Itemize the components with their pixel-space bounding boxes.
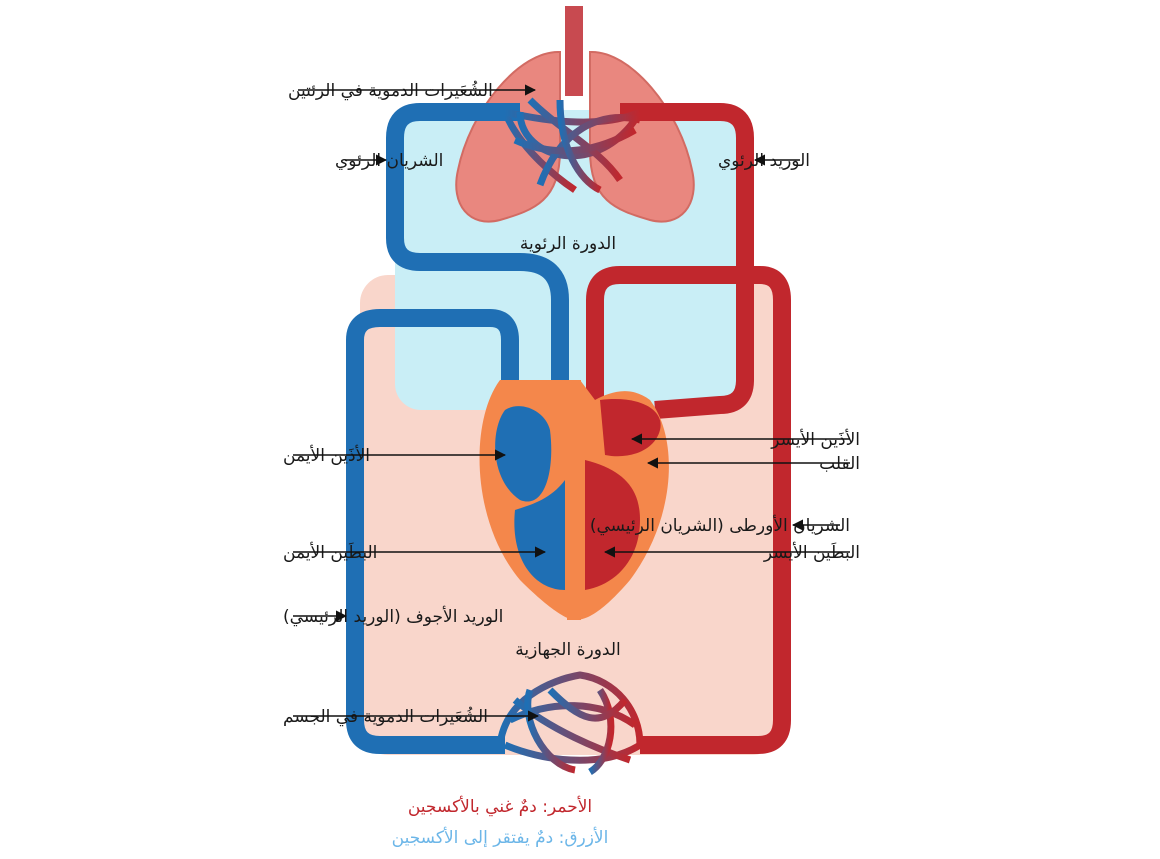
pulmonary-artery-label: الشريان الرئوي bbox=[335, 151, 443, 171]
trachea bbox=[565, 6, 583, 96]
legend-red: الأحمر: دمٌ غني بالأكسجين bbox=[408, 796, 592, 817]
septum bbox=[567, 380, 581, 620]
right-lung bbox=[590, 52, 694, 222]
pulmonary-vein-label: الوريد الرئوي bbox=[718, 151, 810, 171]
legend-blue: الأزرق: دمٌ يفتقر إلى الأكسجين bbox=[392, 827, 609, 848]
pulmonary-circulation-label: الدورة الرئوية bbox=[520, 234, 616, 254]
left-lung bbox=[456, 52, 560, 222]
heart-label: القلب bbox=[819, 454, 860, 474]
systemic-circulation-label: الدورة الجهازية bbox=[515, 640, 621, 660]
